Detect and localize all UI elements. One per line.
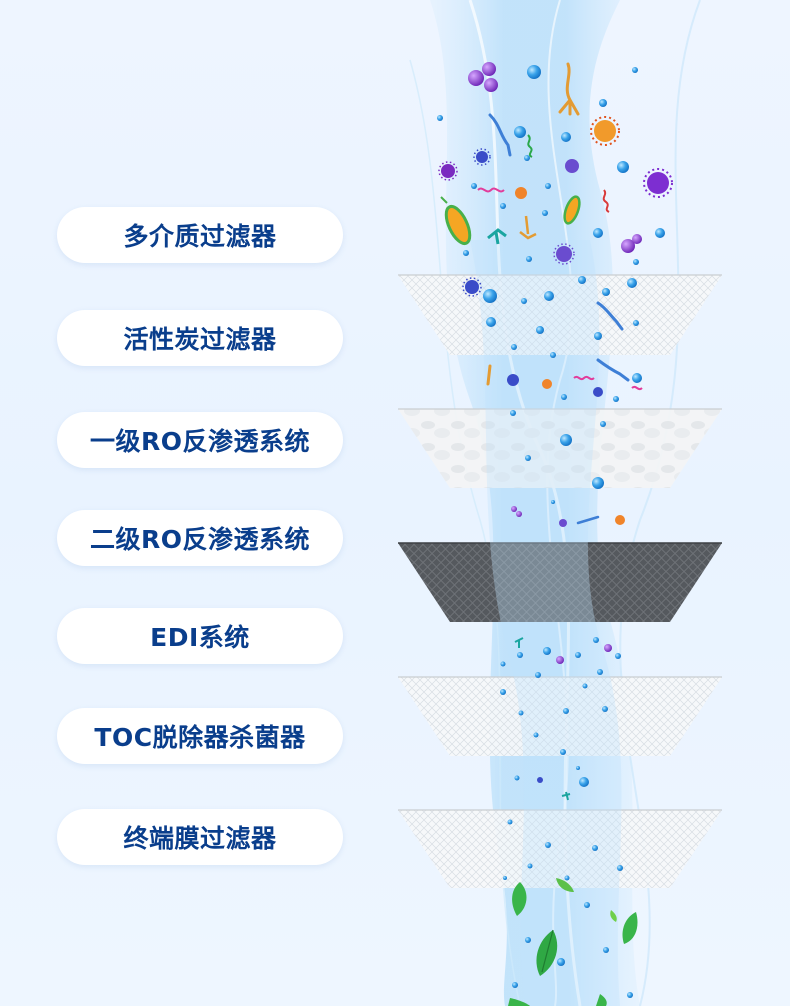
stage-label-text: 活性炭过滤器	[123, 325, 277, 354]
stage-labels: 多介质过滤器 活性炭过滤器 一级RO反渗透系统 二级RO反渗透系统 EDI系统 …	[57, 207, 343, 865]
stage-label-terminal-membrane-filter: 终端膜过滤器	[57, 809, 343, 865]
stage-label-multimedia-filter: 多介质过滤器	[57, 207, 343, 263]
filter-layer-5	[398, 809, 722, 888]
leaf-icons	[508, 878, 638, 1006]
stage-label-text: TOC脱除器杀菌器	[94, 723, 306, 752]
filter-layer-3-dark	[398, 542, 722, 622]
stage-label-activated-carbon-filter: 活性炭过滤器	[57, 310, 343, 366]
stage-label-text: 多介质过滤器	[123, 222, 277, 251]
stage-label-text: 终端膜过滤器	[123, 824, 277, 853]
stage-label-primary-ro-system: 一级RO反渗透系统	[57, 412, 343, 468]
filter-layer-4	[398, 676, 722, 756]
stage-label-text: 二级RO反渗透系统	[89, 525, 310, 554]
filter-layer-2	[398, 408, 722, 488]
stage-label-text: EDI系统	[150, 623, 250, 652]
filter-layer-1	[398, 274, 722, 355]
stage-label-secondary-ro-system: 二级RO反渗透系统	[57, 510, 343, 566]
stage-label-edi-system: EDI系统	[57, 608, 343, 664]
stage-label-toc-remover-sterilizer: TOC脱除器杀菌器	[57, 708, 343, 764]
contaminant-particles	[437, 62, 673, 998]
stage-label-text: 一级RO反渗透系统	[89, 427, 310, 456]
